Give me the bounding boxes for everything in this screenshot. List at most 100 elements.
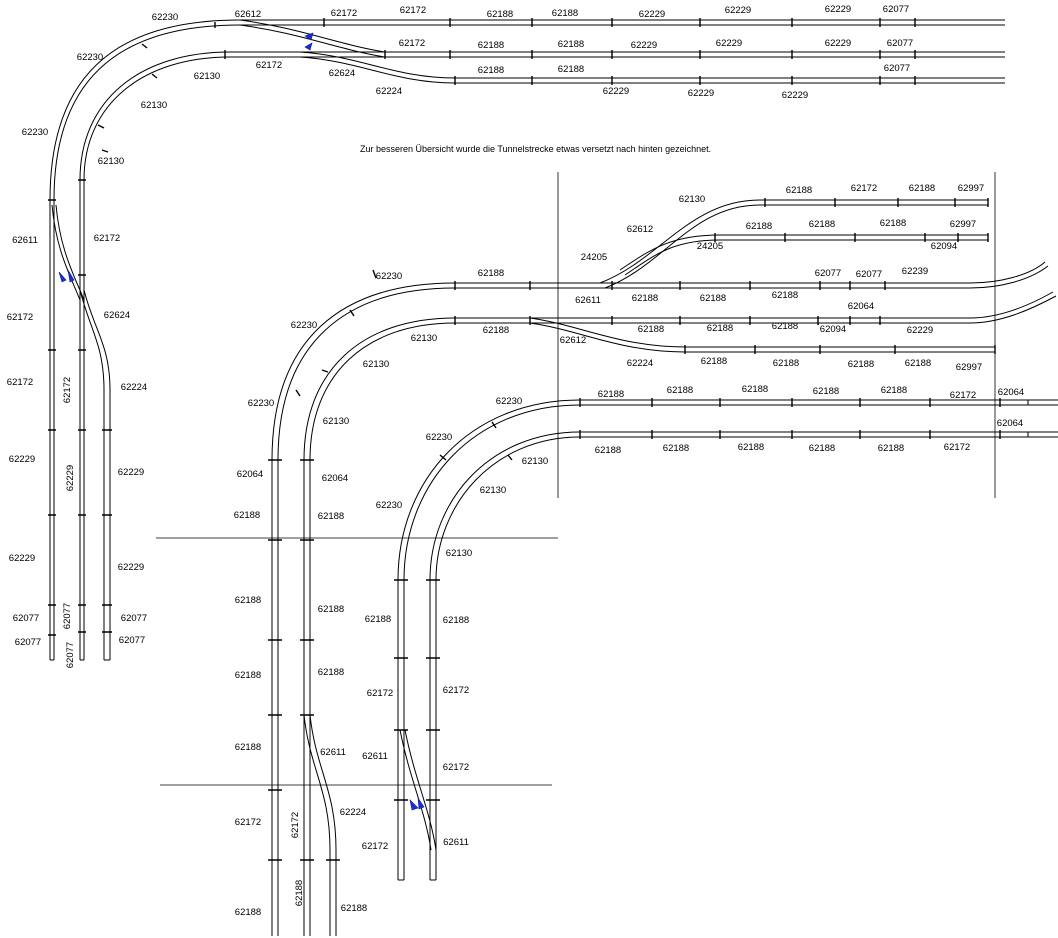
track-part-label: 62188 <box>786 185 812 196</box>
track-part-label: 62077 <box>65 642 76 668</box>
track-part-label: 62611 <box>443 837 469 848</box>
track-part-label: 62188 <box>638 324 664 335</box>
track-part-label: 62064 <box>848 301 874 312</box>
track-part-label: 62188 <box>880 218 906 229</box>
track-part-label: 62064 <box>997 418 1023 429</box>
track-part-label: 62077 <box>119 635 145 646</box>
track-part-label: 62188 <box>738 442 764 453</box>
tunnel-tracks <box>397 399 1058 881</box>
track-part-label: 62188 <box>598 389 624 400</box>
track-part-label: 62229 <box>639 9 665 20</box>
diagram-note: Zur besseren Übersicht wurde die Tunnels… <box>360 144 711 154</box>
track-part-label: 62230 <box>22 127 48 138</box>
track-part-label: 62077 <box>13 613 39 624</box>
track-part-label: 62130 <box>411 333 437 344</box>
track-part-label: 24205 <box>697 241 723 252</box>
track-part-label: 62130 <box>194 71 220 82</box>
track-part-label: 62230 <box>426 432 452 443</box>
track-part-label: 62229 <box>907 325 933 336</box>
track-part-label: 62188 <box>365 614 391 625</box>
bottom-branch-tracks <box>300 714 340 936</box>
track-part-label: 62188 <box>595 445 621 456</box>
track-part-label: 62130 <box>141 100 167 111</box>
track-part-label: 62229 <box>725 5 751 16</box>
track-part-label: 62188 <box>318 511 344 522</box>
track-part-label: 62172 <box>400 5 426 16</box>
track-part-label: 62612 <box>560 335 586 346</box>
track-part-label: 62077 <box>884 63 910 74</box>
track-part-label: 62188 <box>235 670 261 681</box>
track-part-label: 62094 <box>931 241 957 252</box>
track-part-label: 62230 <box>291 320 317 331</box>
track-part-label: 62172 <box>443 762 469 773</box>
track-part-label: 62229 <box>825 38 851 49</box>
track-part-label: 62188 <box>881 385 907 396</box>
track-part-label: 62188 <box>235 907 261 918</box>
track-part-label: 62172 <box>235 817 261 828</box>
left-section-tracks <box>49 19 1005 661</box>
track-part-label: 62172 <box>362 841 388 852</box>
track-part-label: 62188 <box>478 40 504 51</box>
track-part-label: 62130 <box>363 359 389 370</box>
track-part-label: 62188 <box>848 359 874 370</box>
track-part-label: 62224 <box>627 358 653 369</box>
track-labels: 62230 62612 62172 62172 62188 62188 62229 62229… <box>7 4 1024 918</box>
track-part-label: 62229 <box>118 467 144 478</box>
track-part-label: 62188 <box>746 221 772 232</box>
track-part-label: 62172 <box>944 442 970 453</box>
track-part-label: 62188 <box>809 219 835 230</box>
track-part-label: 62188 <box>443 615 469 626</box>
track-part-label: 62230 <box>376 500 402 511</box>
track-part-label: 62172 <box>443 685 469 696</box>
track-part-label: 62188 <box>478 65 504 76</box>
track-part-label: 62172 <box>94 233 120 244</box>
track-part-label: 62230 <box>376 271 402 282</box>
track-part-label: 62624 <box>329 68 355 79</box>
track-part-label: 62997 <box>950 219 976 230</box>
track-part-label: 62130 <box>522 456 548 467</box>
track-part-label: 62229 <box>9 553 35 564</box>
track-part-label: 62130 <box>446 548 472 559</box>
left-section-joints <box>48 18 916 636</box>
track-part-label: 62188 <box>701 356 727 367</box>
station-tracks <box>271 198 1057 936</box>
switch-marker-left <box>58 269 75 283</box>
track-part-label: 62188 <box>632 293 658 304</box>
track-part-label: 62188 <box>558 39 584 50</box>
track-part-label: 62624 <box>104 310 130 321</box>
track-part-label: 62188 <box>909 183 935 194</box>
track-part-label: 62188 <box>235 742 261 753</box>
track-part-label: 62188 <box>558 64 584 75</box>
track-part-label: 62997 <box>956 362 982 373</box>
track-part-label: 62094 <box>820 324 846 335</box>
track-part-label: 62172 <box>62 377 73 403</box>
switch-marker-top <box>304 32 314 51</box>
track-part-label: 62188 <box>700 293 726 304</box>
track-part-label: 62188 <box>772 321 798 332</box>
track-part-label: 62230 <box>496 396 522 407</box>
track-part-label: 62188 <box>772 290 798 301</box>
track-part-label: 62172 <box>950 390 976 401</box>
track-part-label: 62229 <box>603 86 629 97</box>
track-part-label: 62188 <box>234 510 260 521</box>
track-part-label: 62612 <box>235 9 261 20</box>
track-part-label: 62172 <box>331 8 357 19</box>
track-part-label: 62188 <box>483 325 509 336</box>
track-part-label: 62611 <box>575 295 601 306</box>
track-part-label: 62188 <box>878 443 904 454</box>
track-part-label: 62188 <box>809 443 835 454</box>
track-part-label: 62188 <box>742 384 768 395</box>
track-part-label: 62064 <box>998 387 1024 398</box>
track-part-label: 62230 <box>77 52 103 63</box>
track-part-label: 62229 <box>65 465 76 491</box>
track-part-label: 62224 <box>121 382 147 393</box>
track-part-label: 62172 <box>399 38 425 49</box>
switch-markers <box>58 32 425 811</box>
track-part-label: 62130 <box>323 416 349 427</box>
section-divider-lines <box>156 172 996 786</box>
track-part-label: 62188 <box>813 386 839 397</box>
track-part-label: 62229 <box>716 38 742 49</box>
track-part-label: 24205 <box>581 252 607 263</box>
track-part-label: 62077 <box>856 269 882 280</box>
